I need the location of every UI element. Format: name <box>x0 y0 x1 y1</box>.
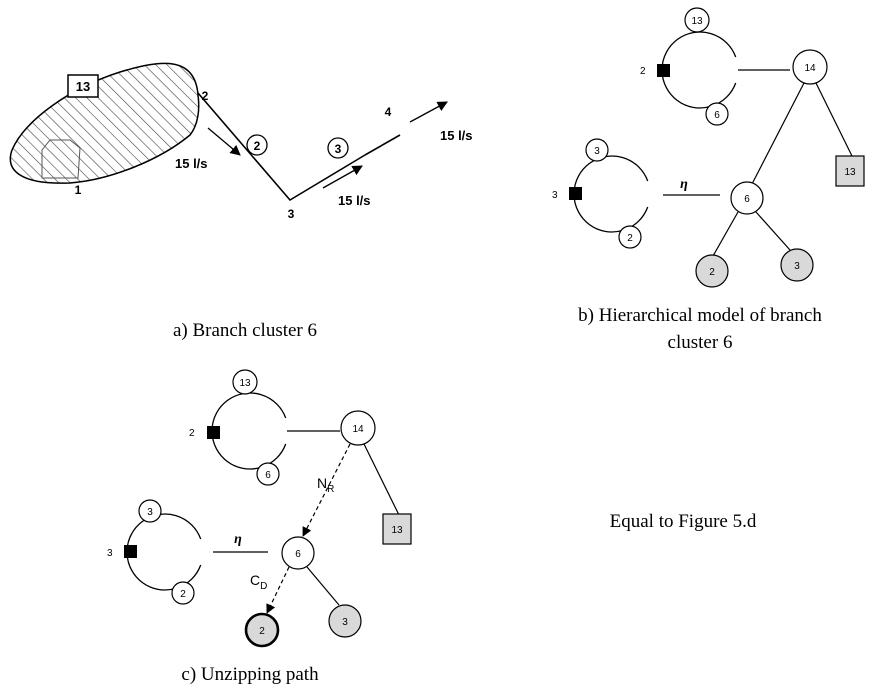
c-lower-ring-side-text: 3 <box>107 548 113 559</box>
c-node-3-text: 3 <box>342 617 348 628</box>
caption-a: a) Branch cluster 6 <box>173 320 317 341</box>
node-3 <box>780 248 814 282</box>
caption-b-line1: b) Hierarchical model of branch <box>578 305 822 326</box>
circled-label-2 <box>246 134 268 156</box>
lower-ring-square <box>569 187 582 200</box>
c-lower-ring-square <box>124 545 137 558</box>
panel-c: 13 6 2 14 13 NR 3 2 3 η 6 2 3 CD c) Unzi… <box>107 369 412 685</box>
c-edge-14-6-dashed <box>302 443 351 537</box>
c-upper-ring-square <box>207 426 220 439</box>
node-2 <box>695 254 729 288</box>
upper-ring-bottom-text: 6 <box>714 110 720 121</box>
node-14 <box>792 49 828 85</box>
c-upper-ring-side-text: 2 <box>189 428 195 439</box>
panel-a: 13 1 2 3 4 2 3 15 l/s 15 l/s 15 l/s a) B… <box>9 62 473 341</box>
c-edge-6-3 <box>306 566 340 606</box>
c-node-14 <box>340 410 376 446</box>
c-upper-ring-bottom-label <box>256 462 280 486</box>
node-4-label: 4 <box>385 105 392 119</box>
caption-c: c) Unzipping path <box>181 664 319 685</box>
c-edge-6-2-dashed <box>266 566 290 614</box>
c-edge-14-13 <box>363 443 400 516</box>
c-eta-label: η <box>234 532 242 547</box>
c-node-2 <box>244 612 280 648</box>
circled-label-3-text: 3 <box>335 142 342 156</box>
ring-b-upper <box>661 31 737 109</box>
edge-14-13 <box>815 82 853 157</box>
circled-label-2-text: 2 <box>254 139 261 153</box>
c-upper-ring-top-text: 13 <box>239 378 251 389</box>
upper-ring-top-text: 13 <box>691 16 703 27</box>
c-node-6-text: 6 <box>295 549 301 560</box>
lower-ring-top-label <box>585 138 609 162</box>
upper-ring-square <box>657 64 670 77</box>
equal-to-note: Equal to Figure 5.d <box>610 511 757 532</box>
node-2-label: 2 <box>202 89 209 103</box>
node-6 <box>730 181 764 215</box>
node-13 <box>835 155 865 187</box>
pipe-network <box>197 92 366 202</box>
subcatchment-outlet-shape <box>41 139 81 179</box>
lower-ring-bottom-label <box>618 225 642 249</box>
caption-b-line2: cluster 6 <box>668 332 733 353</box>
c-upper-ring-bottom-text: 6 <box>265 470 271 481</box>
edge-6-3 <box>755 211 791 251</box>
c-lower-ring-top-text: 3 <box>147 507 153 518</box>
c-lower-ring-bottom-text: 2 <box>180 589 186 600</box>
box-13 <box>67 74 99 98</box>
c-node-13-text: 13 <box>391 525 403 536</box>
box-13-label: 13 <box>76 79 90 94</box>
circled-label-3 <box>327 137 349 159</box>
node-1-label: 1 <box>75 183 82 197</box>
c-node-6 <box>281 536 315 570</box>
panel-b: 13 6 2 14 13 3 2 3 η 6 2 3 b) Hierarchic… <box>552 7 865 353</box>
c-node-2-text: 2 <box>259 626 265 637</box>
eta-label: η <box>680 177 688 192</box>
flow-arrow-1 <box>207 127 241 156</box>
edge-14-6 <box>751 82 805 185</box>
flow-label-2: 15 l/s <box>338 193 371 208</box>
c-upper-ring-top-label <box>232 369 258 395</box>
edge-6-2 <box>712 211 739 257</box>
node-13-text: 13 <box>844 167 856 178</box>
cd-label: CD <box>250 572 267 592</box>
upper-ring-bottom-label <box>705 102 729 126</box>
ring-c-upper <box>211 392 287 470</box>
flow-arrow-2 <box>322 165 363 189</box>
c-lower-ring-bottom-label <box>171 581 195 605</box>
flow-arrow-3 <box>409 101 448 123</box>
nr-label: NR <box>317 475 334 495</box>
ring-b-lower <box>573 155 649 233</box>
node-3-text: 3 <box>794 261 800 272</box>
node-3-label: 3 <box>288 207 295 221</box>
upper-ring-top-label <box>684 7 710 33</box>
lower-ring-top-text: 3 <box>594 146 600 157</box>
c-node-3 <box>328 604 362 638</box>
flow-label-1: 15 l/s <box>175 156 208 171</box>
c-node-13 <box>382 513 412 545</box>
node-14-text: 14 <box>804 63 816 74</box>
c-lower-ring-top-label <box>138 499 162 523</box>
ring-c-lower <box>126 513 202 591</box>
upper-ring-side-text: 2 <box>640 66 646 77</box>
flow-label-3: 15 l/s <box>440 128 473 143</box>
lower-ring-side-text: 3 <box>552 190 558 201</box>
node-6-text: 6 <box>744 194 750 205</box>
pipe-segment-3-4 <box>364 134 401 156</box>
c-node-14-text: 14 <box>352 424 364 435</box>
subcatchment-area <box>9 62 200 184</box>
node-2-text: 2 <box>709 267 715 278</box>
lower-ring-bottom-text: 2 <box>627 233 633 244</box>
